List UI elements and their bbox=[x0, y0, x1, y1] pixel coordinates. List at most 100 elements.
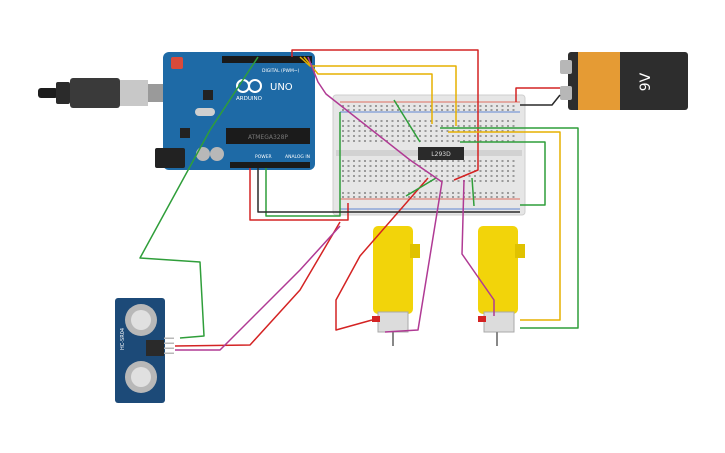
wire-red-4[interactable] bbox=[335, 177, 429, 331]
wire-purple-3[interactable] bbox=[175, 225, 341, 351]
wire-red-3[interactable] bbox=[515, 87, 560, 102]
breadboard-hole bbox=[369, 130, 372, 132]
breadboard-hole bbox=[364, 175, 366, 177]
breadboard-hole bbox=[391, 170, 394, 172]
sensor-pin[interactable] bbox=[164, 337, 174, 340]
wire-green-6[interactable] bbox=[460, 141, 546, 206]
breadboard-hole bbox=[419, 109, 421, 111]
breadboard-hole bbox=[512, 180, 515, 182]
breadboard-hole bbox=[419, 120, 421, 122]
breadboard-hole bbox=[342, 130, 344, 132]
breadboard-hole bbox=[402, 105, 405, 107]
breadboard-hole bbox=[446, 175, 449, 177]
breadboard-hole bbox=[501, 196, 504, 198]
breadboard-hole bbox=[490, 109, 493, 111]
breadboard-hole bbox=[364, 192, 366, 194]
breadboard-hole bbox=[485, 180, 487, 182]
sensor-pin[interactable] bbox=[164, 347, 174, 350]
wire-green-4[interactable] bbox=[405, 177, 437, 197]
wire-green-5[interactable] bbox=[471, 177, 475, 207]
breadboard-hole bbox=[375, 192, 377, 194]
breadboard-hole bbox=[463, 165, 465, 167]
sensor-pin[interactable] bbox=[164, 342, 174, 345]
wire-red-5[interactable] bbox=[174, 221, 341, 347]
breadboard-hole bbox=[496, 105, 498, 107]
breadboard-hole bbox=[441, 170, 443, 172]
breadboard-hole bbox=[479, 196, 482, 198]
wire-green-1[interactable] bbox=[139, 56, 259, 339]
sensor-pin[interactable] bbox=[164, 352, 174, 355]
breadboard-hole bbox=[479, 165, 482, 167]
breadboard-hole bbox=[364, 105, 366, 107]
wire-red-1[interactable] bbox=[291, 49, 479, 181]
breadboard-hole bbox=[512, 130, 515, 132]
breadboard-hole bbox=[347, 180, 350, 182]
breadboard-hole bbox=[435, 165, 438, 167]
breadboard-hole bbox=[342, 170, 344, 172]
breadboard-hole bbox=[386, 120, 388, 122]
breadboard-hole bbox=[342, 109, 344, 111]
breadboard-hole bbox=[463, 125, 465, 127]
breadboard-hole bbox=[435, 160, 438, 162]
wire-yellow-1[interactable] bbox=[299, 56, 457, 126]
wire-black-1[interactable] bbox=[257, 168, 520, 213]
breadboard-hole bbox=[364, 170, 366, 172]
breadboard-hole bbox=[474, 135, 476, 137]
atmega-chip bbox=[226, 128, 310, 144]
breadboard-hole bbox=[380, 105, 383, 107]
breadboard-hole bbox=[457, 196, 460, 198]
breadboard-hole bbox=[413, 175, 416, 177]
breadboard-hole bbox=[397, 170, 399, 172]
arduino-uno-board: ATMEGA328P ARDUINO UNO DIGITAL (PWM~) PO… bbox=[155, 52, 315, 170]
breadboard-hole bbox=[342, 192, 344, 194]
wire-purple-1[interactable] bbox=[307, 56, 443, 333]
wire-black-2[interactable] bbox=[520, 94, 561, 106]
breadboard-hole bbox=[358, 140, 361, 142]
breadboard-hole bbox=[479, 140, 482, 142]
wire-green-7[interactable] bbox=[440, 127, 579, 329]
breadboard-hole bbox=[474, 105, 476, 107]
breadboard-hole bbox=[441, 175, 443, 177]
wire-purple-2[interactable] bbox=[461, 179, 495, 316]
breadboard-hole bbox=[485, 196, 487, 198]
breadboard-hole bbox=[430, 105, 432, 107]
breadboard-hole bbox=[386, 165, 388, 167]
breadboard-hole bbox=[441, 130, 443, 132]
breadboard-hole bbox=[446, 180, 449, 182]
breadboard-hole bbox=[485, 109, 487, 111]
breadboard-hole bbox=[413, 140, 416, 142]
breadboard-hole bbox=[496, 192, 498, 194]
breadboard-hole bbox=[441, 105, 443, 107]
breadboard-hole bbox=[347, 170, 350, 172]
breadboard-hole bbox=[402, 109, 405, 111]
breadboard-hole bbox=[468, 160, 471, 162]
breadboard-hole bbox=[446, 196, 449, 198]
breadboard-hole bbox=[507, 105, 509, 107]
breadboard-hole bbox=[413, 180, 416, 182]
breadboard-hole bbox=[463, 130, 465, 132]
breadboard-hole bbox=[446, 125, 449, 127]
breadboard-hole bbox=[479, 125, 482, 127]
breadboard-hole bbox=[375, 109, 377, 111]
breadboard-hole bbox=[496, 180, 498, 182]
breadboard-hole bbox=[347, 160, 350, 162]
breadboard-hole bbox=[435, 196, 438, 198]
wire-yellow-3[interactable] bbox=[448, 131, 561, 321]
breadboard-hole bbox=[424, 160, 427, 162]
wire-green-2[interactable] bbox=[265, 112, 341, 217]
wire-green-3[interactable] bbox=[393, 99, 421, 143]
breadboard-hole bbox=[474, 160, 476, 162]
breadboard-hole bbox=[358, 105, 361, 107]
breadboard-hole bbox=[446, 160, 449, 162]
breadboard-hole bbox=[485, 105, 487, 107]
reset-button[interactable] bbox=[171, 57, 183, 69]
breadboard-hole bbox=[490, 140, 493, 142]
breadboard-hole bbox=[397, 120, 399, 122]
breadboard-hole bbox=[375, 125, 377, 127]
breadboard-hole bbox=[512, 135, 515, 137]
breadboard-hole bbox=[358, 170, 361, 172]
breadboard-hole bbox=[424, 120, 427, 122]
breadboard-hole bbox=[342, 160, 344, 162]
breadboard-hole bbox=[408, 165, 410, 167]
